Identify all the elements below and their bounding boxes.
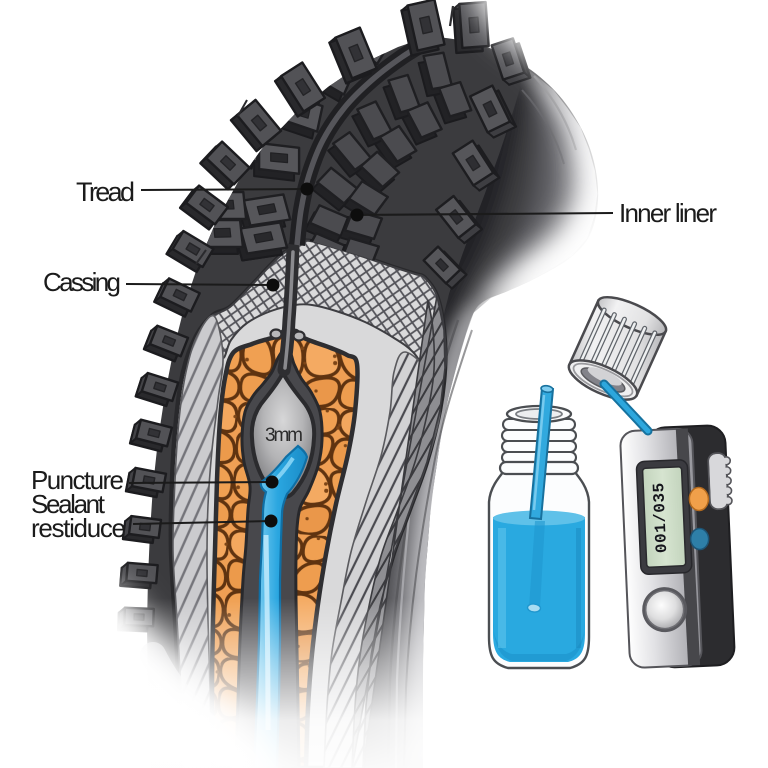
svg-text:Puncture: Puncture [31,465,124,495]
svg-text:Cassing: Cassing [43,267,121,297]
svg-text:Tread: Tread [76,177,135,207]
svg-text:Sealant: Sealant [31,489,106,519]
svg-text:Inner liner: Inner liner [619,198,717,228]
svg-text:3mm: 3mm [265,425,303,446]
svg-text:001/035: 001/035 [650,482,671,553]
svg-text:restiduce: restiduce [31,513,126,543]
